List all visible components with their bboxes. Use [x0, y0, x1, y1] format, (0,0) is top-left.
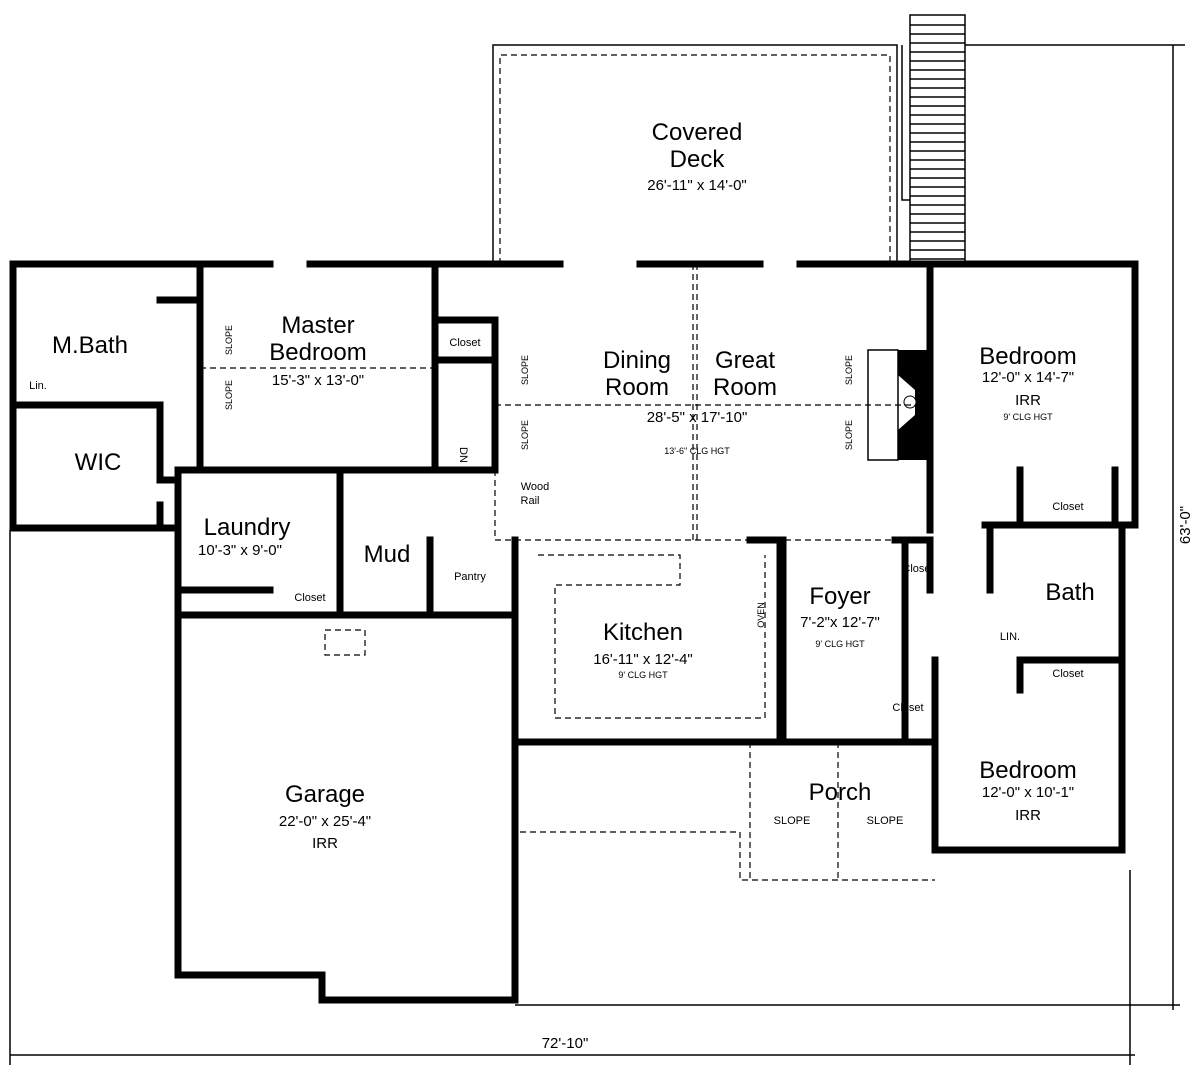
bath-name: Bath [1045, 579, 1094, 606]
slope-label: SLOPE [520, 355, 530, 385]
foyer-ceiling: 9' CLG HGT [815, 639, 865, 649]
deck-size: 26'-11" x 14'-0" [647, 177, 747, 194]
room-divisions [179, 264, 935, 960]
walls [9, 260, 1139, 1004]
dining-name-1: Dining [603, 347, 671, 374]
wood-rail-2: Rail [521, 495, 540, 507]
bedroom2-closet: Closet [1052, 668, 1083, 680]
dining-great-ceiling: 13'-6" CLG HGT [664, 446, 730, 456]
bedroom1-note: IRR [1015, 392, 1041, 409]
master-name-1: Master [281, 312, 354, 339]
bedroom2-name: Bedroom [979, 757, 1076, 784]
slope-label: SLOPE [224, 325, 234, 355]
covered-deck-outline [492, 44, 910, 264]
master-size: 15'-3" x 13'-0" [272, 372, 364, 389]
laundry-size: 10'-3" x 9'-0" [198, 542, 282, 559]
pantry-name: Pantry [454, 571, 486, 583]
bedroom1-ceiling: 9' CLG HGT [1003, 412, 1053, 422]
foyer-closet-1: Closet [902, 563, 933, 575]
wood-rail-1: Wood [521, 481, 550, 493]
kitchen-size: 16'-11" x 12'-4" [593, 651, 693, 668]
slope-label: SLOPE [224, 380, 234, 410]
room-labels: Covered Deck 26'-11" x 14'-0" Master Bed… [29, 119, 1095, 852]
laundry-name: Laundry [204, 514, 291, 541]
great-name-1: Great [715, 347, 775, 374]
garage-note: IRR [312, 835, 338, 852]
bedroom1-size: 12'-0" x 14'-7" [982, 369, 1074, 386]
oven-label: OVEN [756, 602, 766, 628]
garage-name: Garage [285, 781, 365, 808]
mud-name: Mud [364, 541, 411, 568]
bedroom2-note: IRR [1015, 807, 1041, 824]
slope-label: SLOPE [844, 420, 854, 450]
dining-name-2: Room [605, 374, 669, 401]
dimension-lines: 72'-10" 63'-0" [9, 44, 1194, 1065]
dining-great-size: 28'-5" x 17'-10" [647, 409, 748, 426]
porch-slope-right: SLOPE [867, 815, 904, 827]
slope-label: SLOPE [520, 420, 530, 450]
laundry-closet: Closet [294, 592, 325, 604]
foyer-size: 7'-2"x 12'-7" [800, 614, 880, 631]
master-closet: Closet [449, 337, 480, 349]
garage-size: 22'-0" x 25'-4" [279, 813, 371, 830]
bath-linen: LIN. [1000, 631, 1020, 643]
kitchen-ceiling: 9' CLG HGT [618, 670, 668, 680]
great-name-2: Room [713, 374, 777, 401]
porch-name: Porch [809, 779, 872, 806]
porch-slope-left: SLOPE [774, 815, 811, 827]
bedroom2-size: 12'-0" x 10'-1" [982, 784, 1074, 801]
width-dimension: 72'-10" [542, 1035, 589, 1052]
stairs-label: DN [457, 447, 469, 463]
depth-dimension: 63'-0" [1177, 506, 1194, 544]
foyer-closet-2: Closet [892, 702, 923, 714]
master-name-2: Bedroom [269, 339, 366, 366]
slope-label: SLOPE [844, 355, 854, 385]
deck-name-1: Covered [652, 119, 743, 146]
deck-stairs [909, 14, 966, 265]
mbath-linen: Lin. [29, 380, 47, 392]
bedroom1-name: Bedroom [979, 343, 1076, 370]
kitchen-name: Kitchen [603, 619, 683, 646]
wic-name: WIC [75, 449, 122, 476]
foyer-name: Foyer [809, 583, 870, 610]
deck-name-2: Deck [670, 146, 726, 173]
bedroom1-closet: Closet [1052, 501, 1083, 513]
mbath-name: M.Bath [52, 332, 128, 359]
